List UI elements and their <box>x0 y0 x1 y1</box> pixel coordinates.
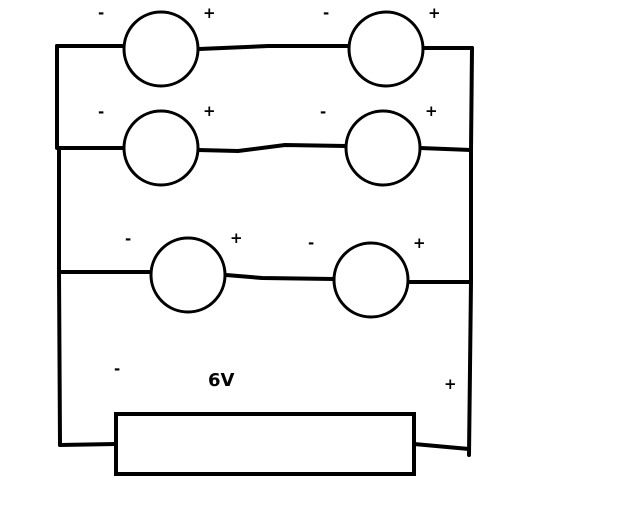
bulb-3-minus-sign: - <box>98 103 104 121</box>
bulb-3 <box>122 109 200 187</box>
bulb-2 <box>347 10 425 88</box>
bulb-4-minus-sign: - <box>320 103 326 121</box>
battery-plus-sign: + <box>444 375 457 393</box>
branch-2-wire <box>57 143 473 153</box>
branch-1-wire <box>55 44 474 51</box>
bulb-5-plus-sign: + <box>230 229 243 247</box>
battery-branch-wire <box>58 442 471 451</box>
bulb-1-plus-sign: + <box>203 4 216 22</box>
bulb-4-plus-sign: + <box>425 102 438 120</box>
right-rail-wire <box>467 46 474 457</box>
bulb-3-plus-sign: + <box>203 102 216 120</box>
bulb-2-minus-sign: - <box>323 4 329 22</box>
battery-minus-sign: - <box>114 360 120 378</box>
bulb-1-minus-sign: - <box>98 4 104 22</box>
branch-3-wire <box>57 270 473 284</box>
bulb-4 <box>344 109 422 187</box>
bulb-6-plus-sign: + <box>413 234 426 252</box>
bulb-6-minus-sign: - <box>308 234 314 252</box>
bulb-1 <box>122 10 200 88</box>
battery-voltage-label: 6V <box>208 370 235 391</box>
bulb-5-minus-sign: - <box>125 230 131 248</box>
bulb-2-plus-sign: + <box>428 4 441 22</box>
battery <box>114 412 416 476</box>
bulb-5 <box>149 236 227 314</box>
left-rail-wire <box>55 44 62 447</box>
bulb-6 <box>332 241 410 319</box>
